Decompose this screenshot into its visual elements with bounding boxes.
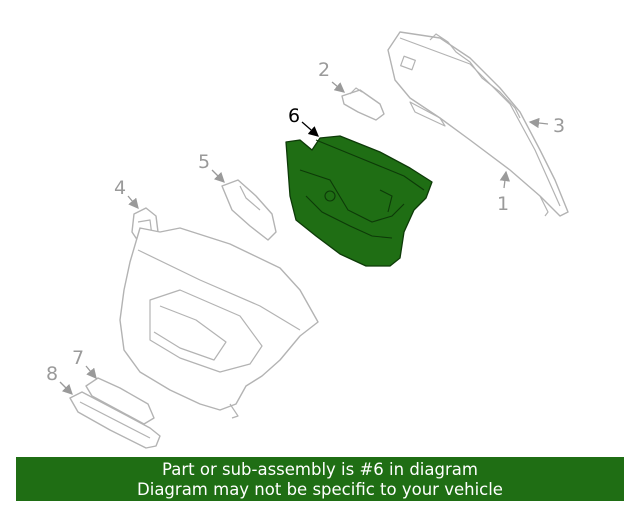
part-8-pull-handle [69, 391, 161, 449]
part-5-bracket [221, 179, 277, 241]
banner-line-disclaimer: Diagram may not be specific to your vehi… [137, 480, 503, 499]
leader-3 [528, 117, 549, 129]
leader-1 [499, 170, 511, 189]
callout-3: 3 [553, 115, 565, 137]
callout-6: 6 [288, 105, 300, 127]
callout-8: 8 [46, 363, 58, 385]
leader-4 [127, 195, 139, 209]
part-7-handle-cup [85, 377, 155, 425]
callout-4: 4 [114, 177, 126, 199]
leader-7 [85, 365, 97, 379]
part-1-trim-rail [387, 31, 569, 217]
leader-5 [211, 169, 225, 183]
callout-2: 2 [318, 59, 330, 81]
leader-6 [301, 121, 319, 137]
parts-diagram: 1 2 3 4 5 6 7 8 [46, 31, 569, 449]
leader-2 [331, 81, 345, 93]
banner-line-part-number: Part or sub-assembly is #6 in diagram [162, 460, 478, 479]
part-2-clip [341, 87, 385, 121]
callout-7: 7 [72, 347, 84, 369]
callout-5: 5 [198, 151, 210, 173]
info-banner: Part or sub-assembly is #6 in diagram Di… [16, 457, 624, 501]
leader-8 [59, 381, 73, 395]
part-6-highlighted-panel [285, 135, 433, 267]
door-trim-panel [119, 227, 319, 419]
callout-1: 1 [497, 193, 509, 215]
